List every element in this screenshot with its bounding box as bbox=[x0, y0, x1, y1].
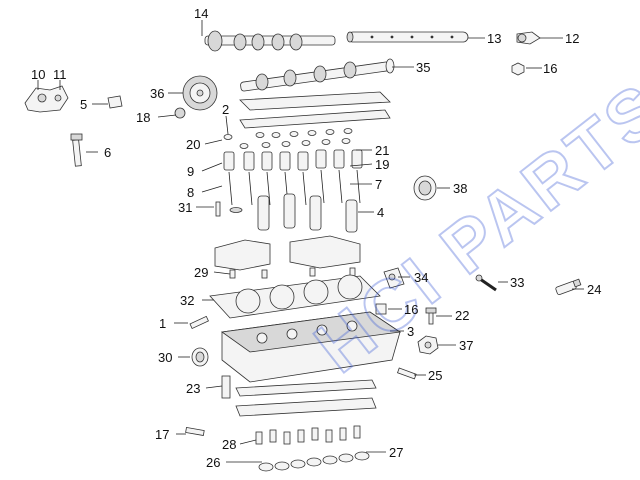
callout-16: 16 bbox=[543, 61, 557, 76]
callout-18: 18 bbox=[136, 110, 150, 125]
callout-9: 9 bbox=[187, 164, 194, 179]
valve-caps-drawing bbox=[223, 128, 353, 149]
plug-drawing bbox=[375, 303, 387, 315]
callout-1: 1 bbox=[159, 316, 166, 331]
valve-springs-drawing bbox=[223, 149, 363, 171]
callout-3: 3 bbox=[407, 324, 414, 339]
manifold-gasket-upper-drawing bbox=[235, 379, 377, 397]
seal-rings-row-drawing bbox=[258, 451, 370, 472]
manifold-gasket-lower-drawing bbox=[235, 397, 377, 417]
valves-drawing bbox=[228, 169, 361, 213]
camshaft-exhaust-drawing bbox=[240, 58, 395, 92]
bolt-33-drawing bbox=[475, 274, 497, 292]
callout-33: 33 bbox=[510, 275, 524, 290]
nut-drawing bbox=[511, 62, 525, 76]
callout-34: 34 bbox=[414, 270, 428, 285]
leader-lines bbox=[37, 20, 584, 463]
bolt-22-drawing bbox=[425, 307, 437, 325]
cylinder-head-drawing bbox=[220, 311, 402, 383]
callout-14: 14 bbox=[194, 6, 208, 21]
callout-12: 12 bbox=[565, 31, 579, 46]
stud-drawing bbox=[189, 315, 209, 330]
cap-nut-drawing bbox=[417, 335, 439, 355]
callout-29: 29 bbox=[194, 265, 208, 280]
callout-21: 21 bbox=[375, 143, 389, 158]
callout-32: 32 bbox=[180, 293, 194, 308]
callout-7: 7 bbox=[375, 177, 382, 192]
lifting-eye-drawing bbox=[383, 267, 405, 289]
bracket-23-drawing bbox=[221, 375, 231, 399]
clip-drawing bbox=[107, 95, 123, 109]
callout-20: 20 bbox=[186, 137, 200, 152]
callout-30: 30 bbox=[158, 350, 172, 365]
callout-24: 24 bbox=[587, 282, 601, 297]
callout-35: 35 bbox=[416, 60, 430, 75]
bolt-small-drawing bbox=[174, 107, 186, 119]
callout-5: 5 bbox=[80, 97, 87, 112]
callout-6: 6 bbox=[104, 145, 111, 160]
spark-plug-tubes-drawing bbox=[257, 193, 358, 233]
callout-26: 26 bbox=[206, 455, 220, 470]
camshaft-carrier-drawing bbox=[214, 235, 361, 271]
long-bolt-drawing bbox=[70, 133, 83, 167]
gasket-strip-lower-drawing bbox=[239, 109, 391, 129]
spark-plug-drawing bbox=[555, 278, 582, 296]
tappets-drawing bbox=[255, 425, 361, 445]
callout-28: 28 bbox=[222, 437, 236, 452]
small-stud-drawing bbox=[215, 201, 221, 217]
oil-rail-tube-drawing bbox=[346, 31, 469, 43]
callout-38: 38 bbox=[453, 181, 467, 196]
bracket-drawing bbox=[24, 85, 69, 113]
callout-4: 4 bbox=[377, 205, 384, 220]
callout-31: 31 bbox=[178, 200, 192, 215]
callout-13: 13 bbox=[487, 31, 501, 46]
callout-25: 25 bbox=[428, 368, 442, 383]
callout-labels: 14 13 12 16 35 36 10 11 5 18 2 6 20 21 9… bbox=[31, 6, 601, 470]
stud-17-drawing bbox=[185, 427, 205, 436]
callout-36: 36 bbox=[150, 86, 164, 101]
callout-22: 22 bbox=[455, 308, 469, 323]
callout-10: 10 bbox=[31, 67, 45, 82]
callout-15: 16 bbox=[404, 302, 418, 317]
callout-8: 8 bbox=[187, 185, 194, 200]
callout-37: 37 bbox=[459, 338, 473, 353]
dowel-pins-drawing bbox=[229, 267, 356, 279]
callout-17: 17 bbox=[155, 427, 169, 442]
stud-25-drawing bbox=[397, 367, 417, 380]
gasket-strip-upper-drawing bbox=[239, 91, 391, 111]
callout-2: 2 bbox=[222, 102, 229, 117]
camshaft-intake-drawing bbox=[204, 30, 336, 52]
sensor-drawing bbox=[516, 31, 541, 45]
callout-11: 11 bbox=[53, 67, 67, 82]
cam-pulley-drawing bbox=[182, 75, 218, 111]
callout-19: 19 bbox=[375, 157, 389, 172]
head-gasket-drawing bbox=[209, 274, 381, 319]
o-ring-drawing bbox=[191, 347, 209, 367]
callout-27: 27 bbox=[389, 445, 403, 460]
seal-ring-drawing bbox=[413, 175, 437, 201]
callout-23: 23 bbox=[186, 381, 200, 396]
